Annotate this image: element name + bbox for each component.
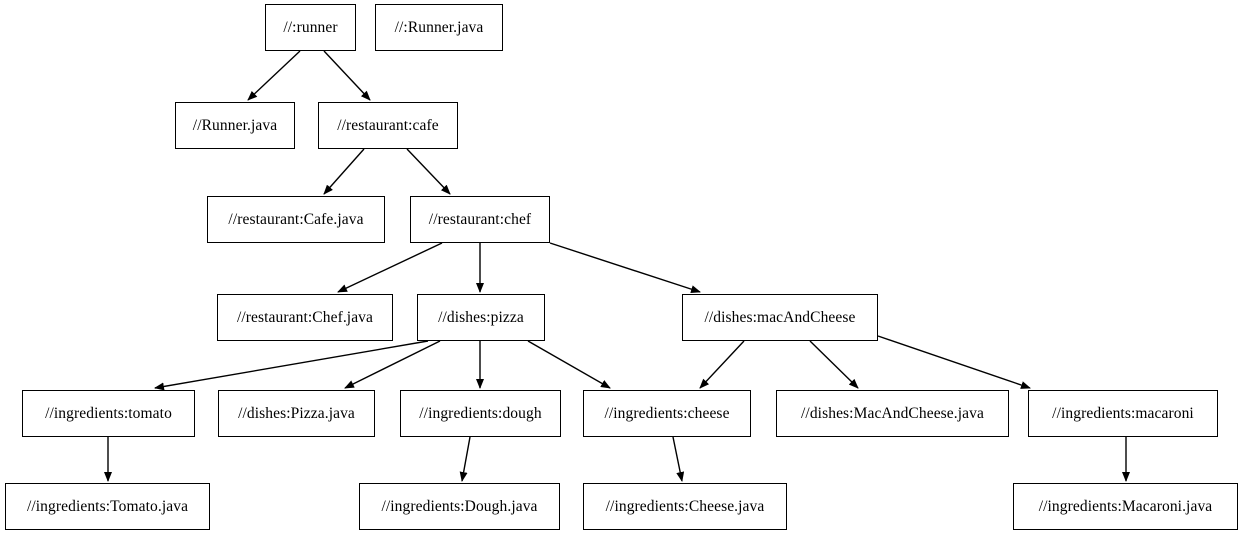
graph-node-label: //dishes:macAndCheese: [704, 308, 856, 326]
graph-node-label: //ingredients:Macaroni.java: [1038, 497, 1213, 515]
graph-node-label: //:runner: [283, 18, 338, 36]
graph-node-label: //Runner.java: [192, 116, 278, 134]
graph-node-runner-java[interactable]: //Runner.java: [175, 102, 295, 149]
graph-node-restaurant-chef[interactable]: //restaurant:chef: [410, 196, 550, 243]
graph-node-restaurant-cafe-java[interactable]: //restaurant:Cafe.java: [207, 196, 385, 243]
graph-node-label: //ingredients:tomato: [45, 404, 172, 422]
graph-node-ingredients-macaroni-java[interactable]: //ingredients:Macaroni.java: [1013, 483, 1238, 530]
graph-node-label: //ingredients:Tomato.java: [26, 497, 189, 515]
graph-node-label: //restaurant:chef: [428, 210, 532, 228]
graph-node-restaurant-cafe[interactable]: //restaurant:cafe: [318, 102, 458, 149]
graph-node-dishes-mac-java[interactable]: //dishes:MacAndCheese.java: [776, 390, 1009, 437]
graph-node-label: //restaurant:Chef.java: [236, 308, 374, 326]
graph-node-label: //ingredients:Cheese.java: [605, 497, 765, 515]
graph-node-label: //ingredients:macaroni: [1052, 404, 1194, 422]
graph-node-label: //dishes:pizza: [438, 308, 524, 326]
graph-node-label: //:Runner.java: [394, 18, 484, 36]
graph-node-label: //dishes:Pizza.java: [238, 404, 355, 422]
graph-node-dishes-pizza[interactable]: //dishes:pizza: [417, 294, 545, 341]
graph-node-dishes-macandcheese[interactable]: //dishes:macAndCheese: [682, 294, 878, 341]
graph-node-label: //ingredients:Dough.java: [381, 497, 538, 515]
graph-node-runner-target[interactable]: //:runner: [265, 4, 356, 51]
graph-node-ingredients-cheese-java[interactable]: //ingredients:Cheese.java: [583, 483, 787, 530]
graph-node-label: //dishes:MacAndCheese.java: [801, 404, 984, 422]
graph-node-root-runner-java[interactable]: //:Runner.java: [375, 4, 503, 51]
graph-node-label: //restaurant:Cafe.java: [228, 210, 364, 228]
graph-node-label: //restaurant:cafe: [337, 116, 439, 134]
graph-node-restaurant-chef-java[interactable]: //restaurant:Chef.java: [217, 294, 393, 341]
graph-node-ingredients-dough[interactable]: //ingredients:dough: [400, 390, 561, 437]
graph-node-label: //ingredients:cheese: [604, 404, 730, 422]
graph-node-ingredients-dough-java[interactable]: //ingredients:Dough.java: [359, 483, 560, 530]
graph-node-ingredients-cheese[interactable]: //ingredients:cheese: [583, 390, 751, 437]
graph-node-label: //ingredients:dough: [419, 404, 542, 422]
graph-node-ingredients-macaroni[interactable]: //ingredients:macaroni: [1028, 390, 1218, 437]
graph-node-ingredients-tomato-java[interactable]: //ingredients:Tomato.java: [5, 483, 210, 530]
graph-node-ingredients-tomato[interactable]: //ingredients:tomato: [22, 390, 195, 437]
graph-node-dishes-pizza-java[interactable]: //dishes:Pizza.java: [218, 390, 375, 437]
